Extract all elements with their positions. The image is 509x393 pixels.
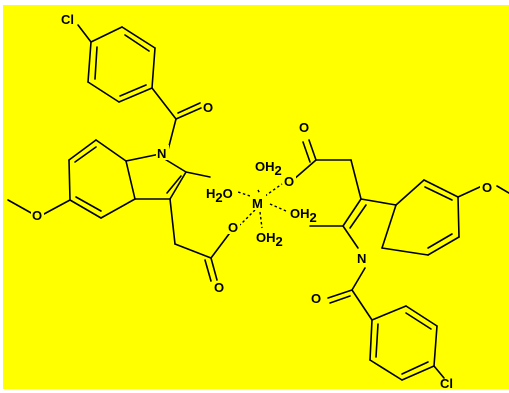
- left-carbonyl-oxygen-label: O: [203, 100, 213, 115]
- water-top-label: OH2: [255, 159, 282, 178]
- right-chlorine-label: Cl: [440, 376, 453, 391]
- right-indole-nitrogen-label: N: [357, 251, 366, 266]
- right-carboxyl-oxygen-label: O: [284, 174, 294, 189]
- left-indomethacin-molecule: [7, 24, 233, 282]
- metal-label: M: [252, 196, 263, 211]
- left-chlorine-label: Cl: [61, 12, 74, 27]
- left-carbonyl-n-bond: [167, 118, 177, 151]
- left-aroyl-bond: [151, 87, 177, 120]
- left-indole-core: [68, 139, 211, 219]
- left-chlorophenyl-ring: [87, 26, 156, 103]
- left-indole-nitrogen-label: N: [157, 146, 166, 161]
- left-carboxyl-carbonyl-oxygen-label: O: [214, 280, 224, 295]
- left-methoxy-oxygen-label: O: [32, 208, 42, 223]
- atom-labels: Cl O N O O O O O O N O Cl M OH2 H2O: [31, 12, 495, 391]
- right-indomethacin-molecule: [292, 139, 509, 381]
- right-carbonyl-oxygen-label: O: [311, 291, 321, 306]
- right-chlorophenyl-ring: [369, 305, 438, 381]
- water-bottom-label: OH2: [256, 230, 283, 249]
- left-acetic-arm: [169, 198, 176, 245]
- left-carboxyl-oxygen-label: O: [228, 220, 238, 235]
- left-cl-bond: [77, 24, 92, 43]
- right-carboxyl-carbonyl-oxygen-label: O: [299, 120, 309, 135]
- right-indole-core: [309, 179, 460, 256]
- water-right-label: OH2: [290, 206, 317, 225]
- right-methoxy-oxygen-label: O: [482, 180, 492, 195]
- water-left-label: H2O: [206, 186, 233, 205]
- left-methoxy-bond: [43, 199, 71, 215]
- left-carbonyl-double-bond: [175, 107, 202, 120]
